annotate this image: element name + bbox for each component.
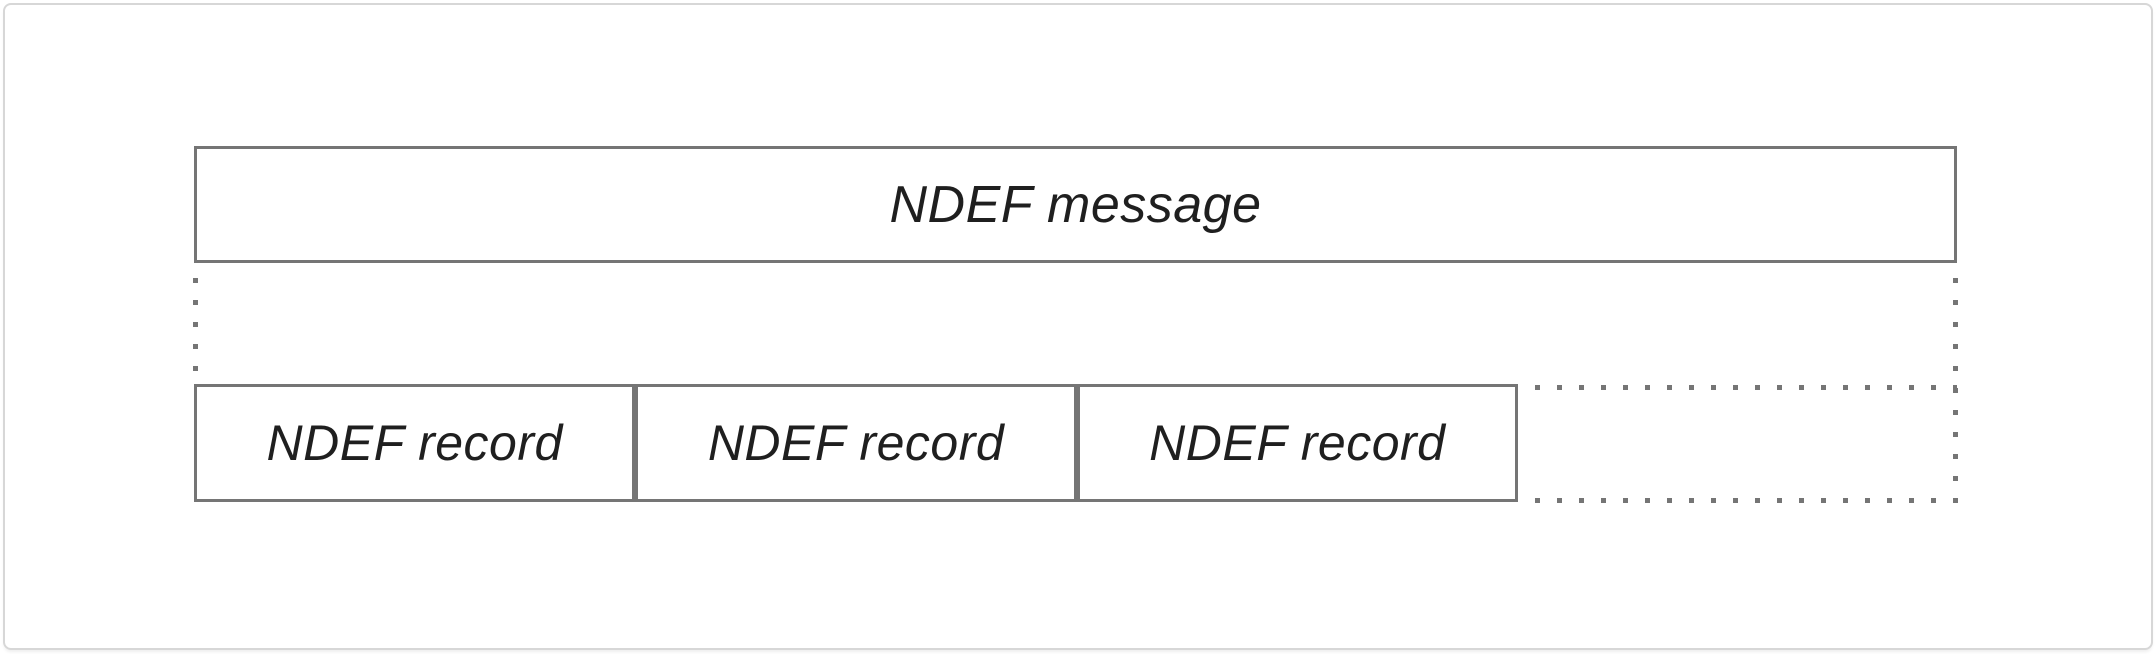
record-continuation-dotted-top — [1535, 385, 1957, 390]
ndef-record-box: NDEF record — [1076, 384, 1518, 502]
ndef-message-box: NDEF message — [194, 146, 1957, 263]
dotted-connector-right — [1953, 278, 1958, 504]
ndef-message-label: NDEF message — [889, 175, 1262, 234]
ndef-record-label: NDEF record — [1149, 415, 1446, 471]
ndef-record-label: NDEF record — [266, 415, 563, 471]
ndef-record-row: NDEF record NDEF record NDEF record — [194, 384, 1518, 502]
dotted-connector-left — [193, 278, 198, 384]
ndef-record-label: NDEF record — [707, 415, 1005, 471]
ndef-record-box: NDEF record — [194, 384, 636, 502]
ndef-record-box: NDEF record — [635, 384, 1077, 502]
record-continuation-dotted-bottom — [1535, 498, 1957, 503]
screenshot-frame — [3, 3, 2153, 650]
